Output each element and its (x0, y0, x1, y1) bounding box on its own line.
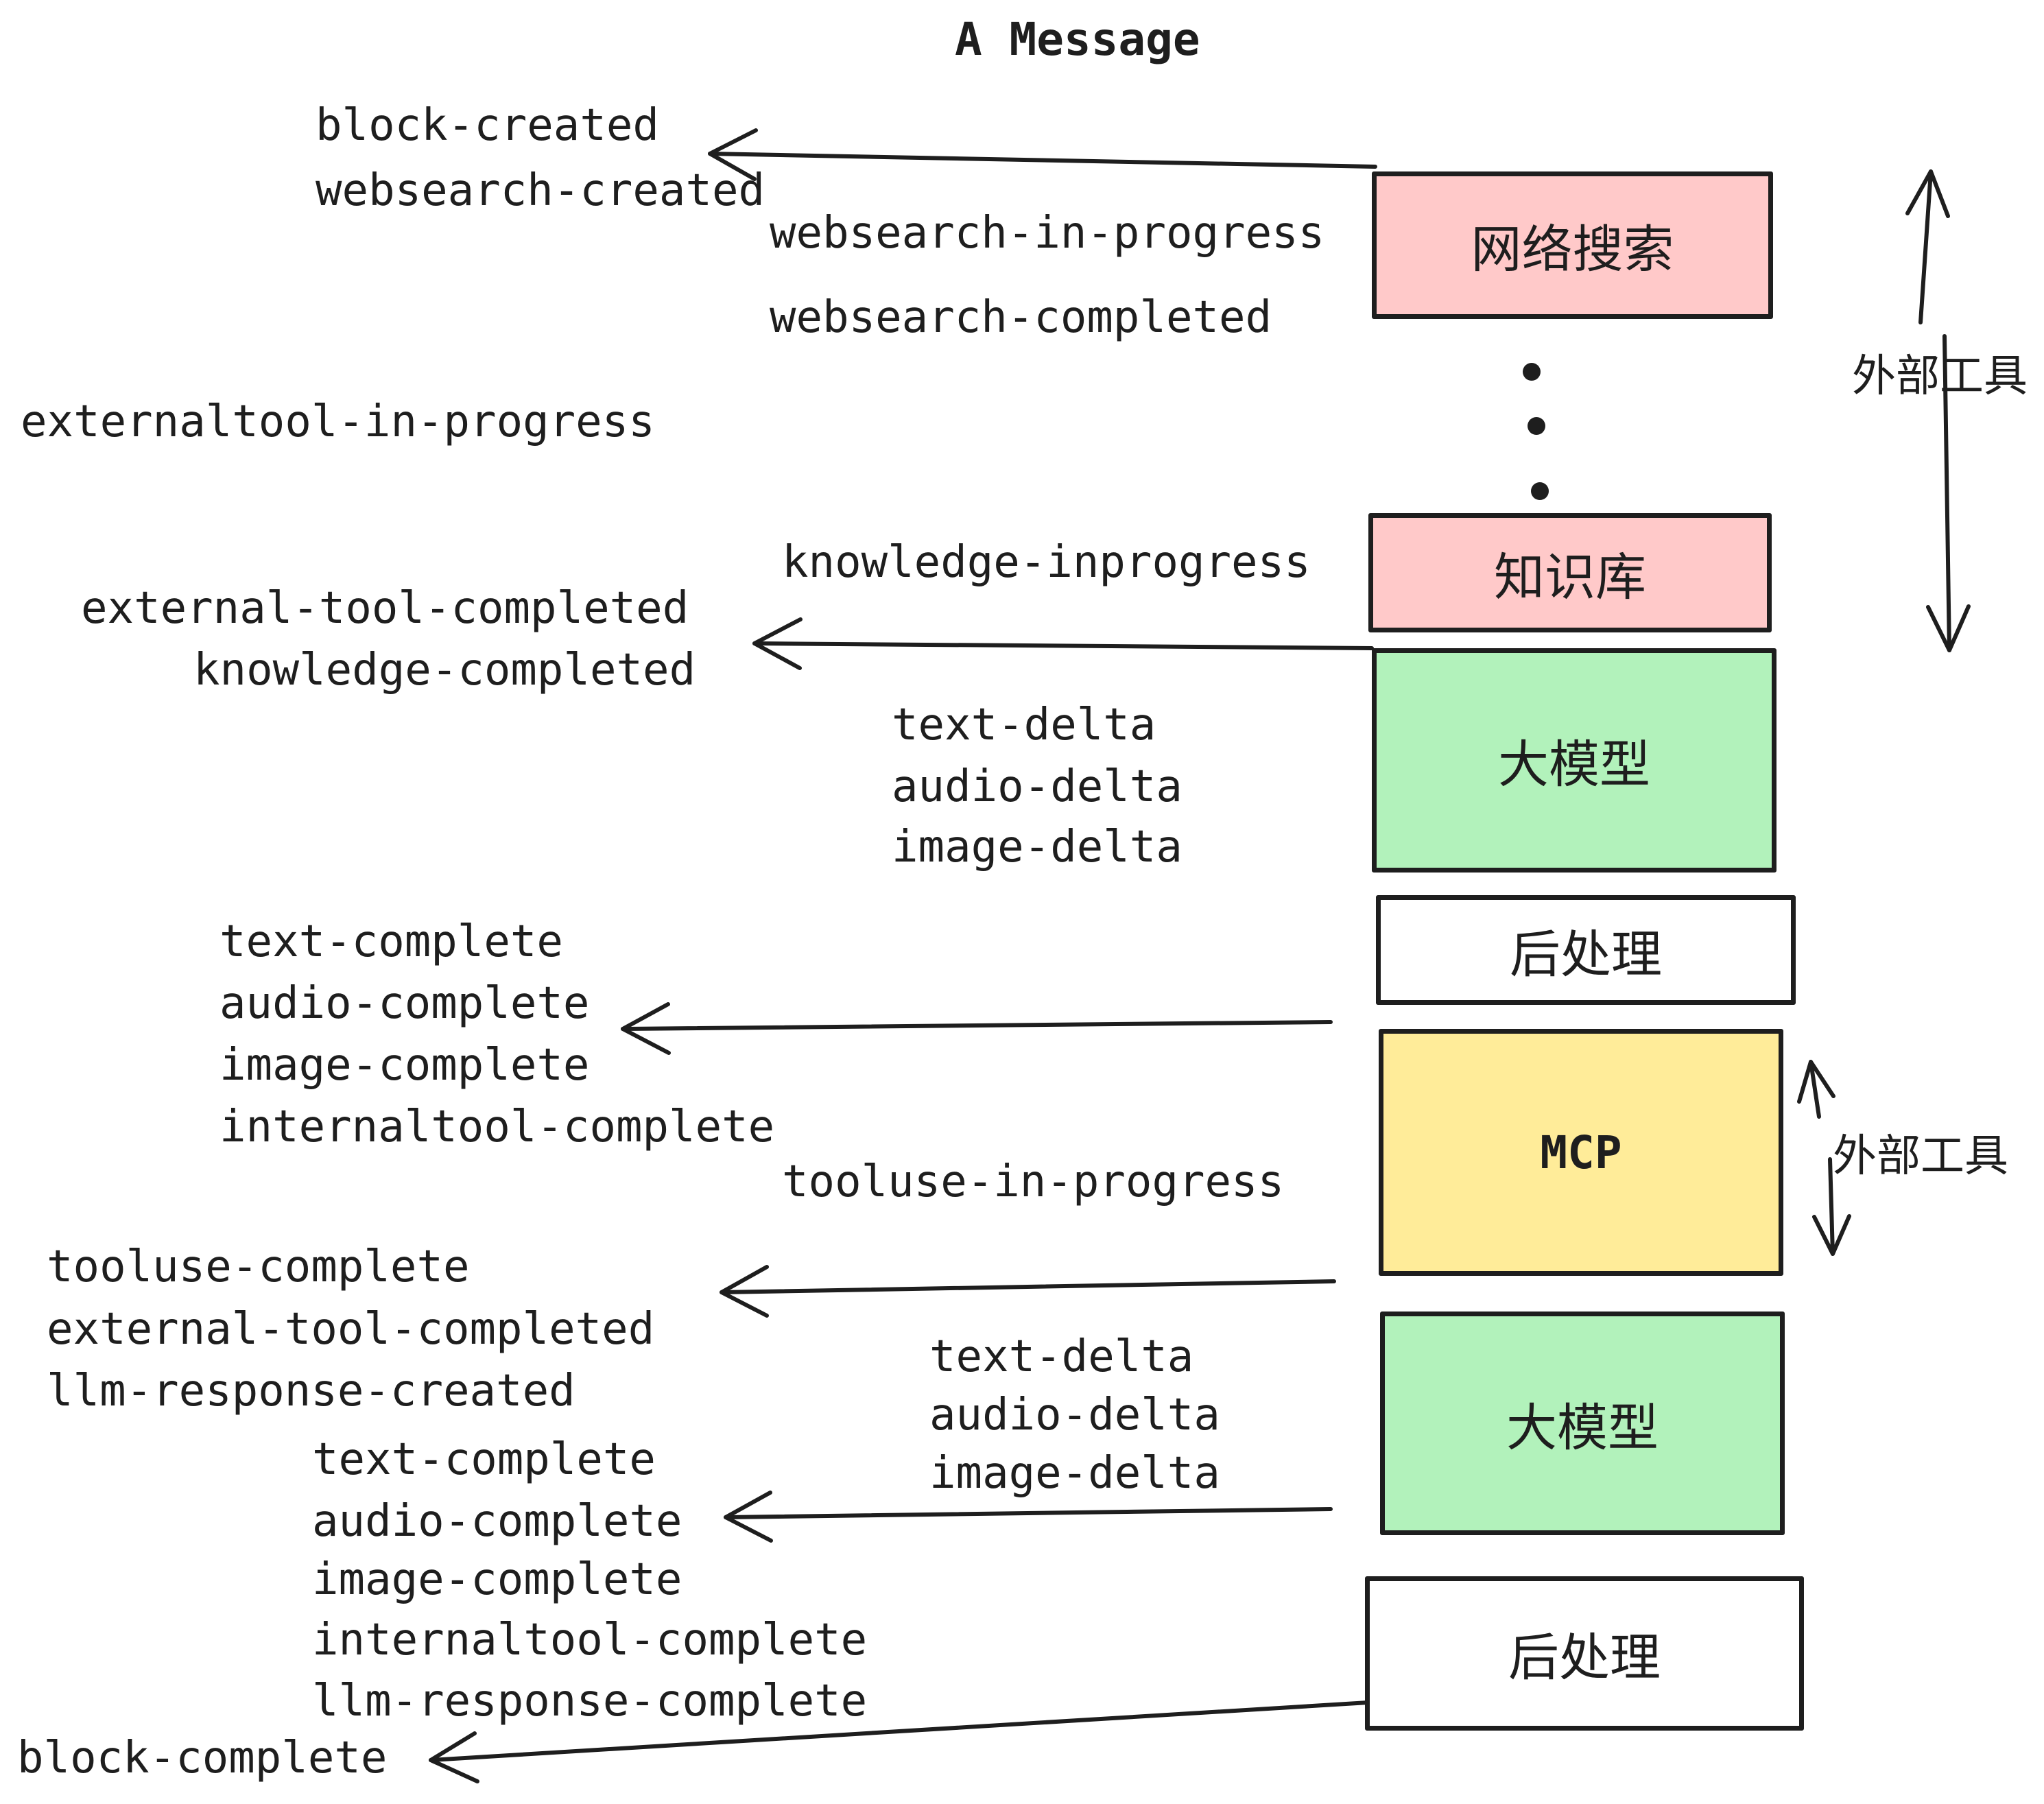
event-tooluse-in-progress: tooluse-in-progress (782, 1156, 1285, 1207)
box-llm-2: 大模型 (1380, 1312, 1785, 1535)
event-audio-delta-1: audio-delta (892, 761, 1183, 812)
event-image-complete-1: image-complete (219, 1040, 590, 1091)
external-tools-lower-down-arrow (1812, 1157, 1851, 1256)
event-tooluse-complete: tooluse-complete (47, 1242, 470, 1292)
event-block-created: block-created (316, 100, 659, 151)
external-tools-upper-up-arrow (1905, 169, 1950, 324)
event-image-delta-2: image-delta (929, 1448, 1220, 1499)
arrow-to-tooluse-complete (720, 1265, 1336, 1318)
event-knowledge-completed: knowledge-completed (193, 645, 696, 696)
event-llm-response-created: llm-response-created (47, 1366, 575, 1416)
arrow-to-websearch-created (708, 128, 1377, 181)
arrow-to-audio-complete (724, 1491, 1333, 1543)
external-tools-upper-down-arrow (1926, 334, 1971, 652)
event-block-complete: block-complete (17, 1733, 388, 1783)
event-knowledge-inprogress: knowledge-inprogress (782, 537, 1311, 588)
event-internaltool-complete-2: internaltool-complete (312, 1615, 868, 1665)
event-websearch-completed: websearch-completed (770, 292, 1272, 343)
event-audio-complete-1: audio-complete (219, 978, 590, 1029)
event-externaltool-in-progress: externaltool-in-progress (21, 396, 655, 447)
box-websearch: 网络搜索 (1372, 171, 1773, 319)
ellipsis-dots (1523, 363, 1549, 500)
event-text-complete-2: text-complete (312, 1434, 656, 1485)
event-text-delta-2: text-delta (929, 1331, 1194, 1382)
event-text-delta-1: text-delta (892, 700, 1156, 750)
arrow-to-knowledge-completed (752, 617, 1374, 670)
box-llm-1: 大模型 (1372, 648, 1776, 873)
event-audio-complete-2: audio-complete (312, 1496, 682, 1547)
event-text-complete-1: text-complete (219, 916, 563, 967)
box-mcp: MCP (1379, 1029, 1783, 1276)
event-websearch-created: websearch-created (316, 165, 765, 216)
event-image-complete-2: image-complete (312, 1554, 682, 1605)
event-audio-delta-2: audio-delta (929, 1390, 1220, 1440)
event-llm-response-complete: llm-response-complete (312, 1676, 868, 1726)
arrow-to-block-complete (429, 1700, 1370, 1783)
event-image-delta-1: image-delta (892, 822, 1183, 873)
box-knowledge: 知识库 (1368, 513, 1772, 632)
event-internaltool-complete-1: internaltool-complete (219, 1102, 775, 1152)
external-tools-lower-label: 外部工具 (1833, 1131, 2008, 1180)
box-postprocess-1: 后处理 (1376, 895, 1796, 1005)
external-tools-lower-up-arrow (1797, 1060, 1835, 1119)
event-external-tool-completed-2: external-tool-completed (47, 1304, 655, 1355)
diagram-title: A Message (955, 13, 1200, 66)
event-external-tool-completed-1: external-tool-completed (81, 583, 689, 634)
event-websearch-in-progress: websearch-in-progress (770, 208, 1325, 259)
box-postprocess-2: 后处理 (1365, 1576, 1804, 1731)
arrow-to-image-complete (621, 1002, 1333, 1055)
external-tools-upper-label: 外部工具 (1852, 351, 2028, 401)
